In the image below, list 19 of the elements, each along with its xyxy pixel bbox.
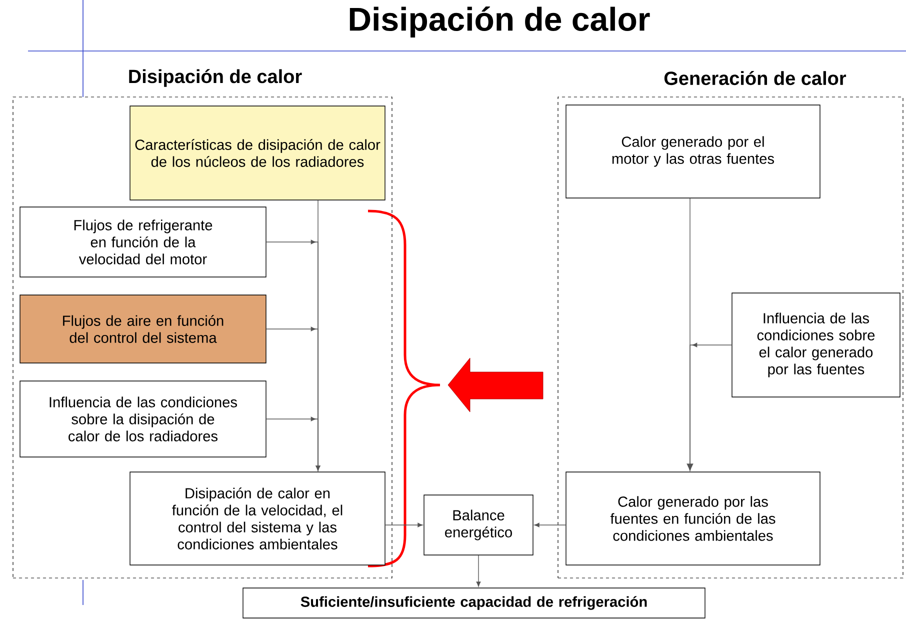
process-box: Influencia de las condiciones sobre la disipación de calor de los radiadores — [20, 380, 266, 458]
arrow — [476, 555, 481, 587]
arrow — [534, 522, 566, 528]
title: Disipación de calor — [350, 6, 650, 38]
arrow — [688, 342, 732, 471]
arrow — [266, 416, 320, 471]
group-heading: Disipación de calor — [129, 69, 302, 87]
process-box: Características de disipación de calor de los núcleos de los radiadores — [130, 106, 386, 200]
arrow — [686, 198, 694, 471]
process-box: Flujos de refrigerante en función de la velocidad del motor — [20, 206, 266, 278]
group-heading: Generación de calor — [664, 70, 846, 86]
arrow — [385, 522, 423, 528]
process-box: Flujos de aire en función del control del sistema — [20, 294, 266, 364]
process-box: Calor generado por el motor y las otras fuentes — [566, 104, 820, 198]
process-box: Balance energético — [424, 494, 534, 556]
process-box: Disipación de calor en función de la velocidad, el control del sistema y las condiciones ambientales — [130, 472, 386, 566]
process-box: Calor generado por las fuentes en función de las condiciones ambientales — [566, 472, 820, 566]
process-box: Suficiente/insuficiente capacidad de refrigeración — [242, 588, 706, 618]
process-box: Influencia de las condiciones sobre el calor generado por las fuentes — [732, 292, 900, 398]
